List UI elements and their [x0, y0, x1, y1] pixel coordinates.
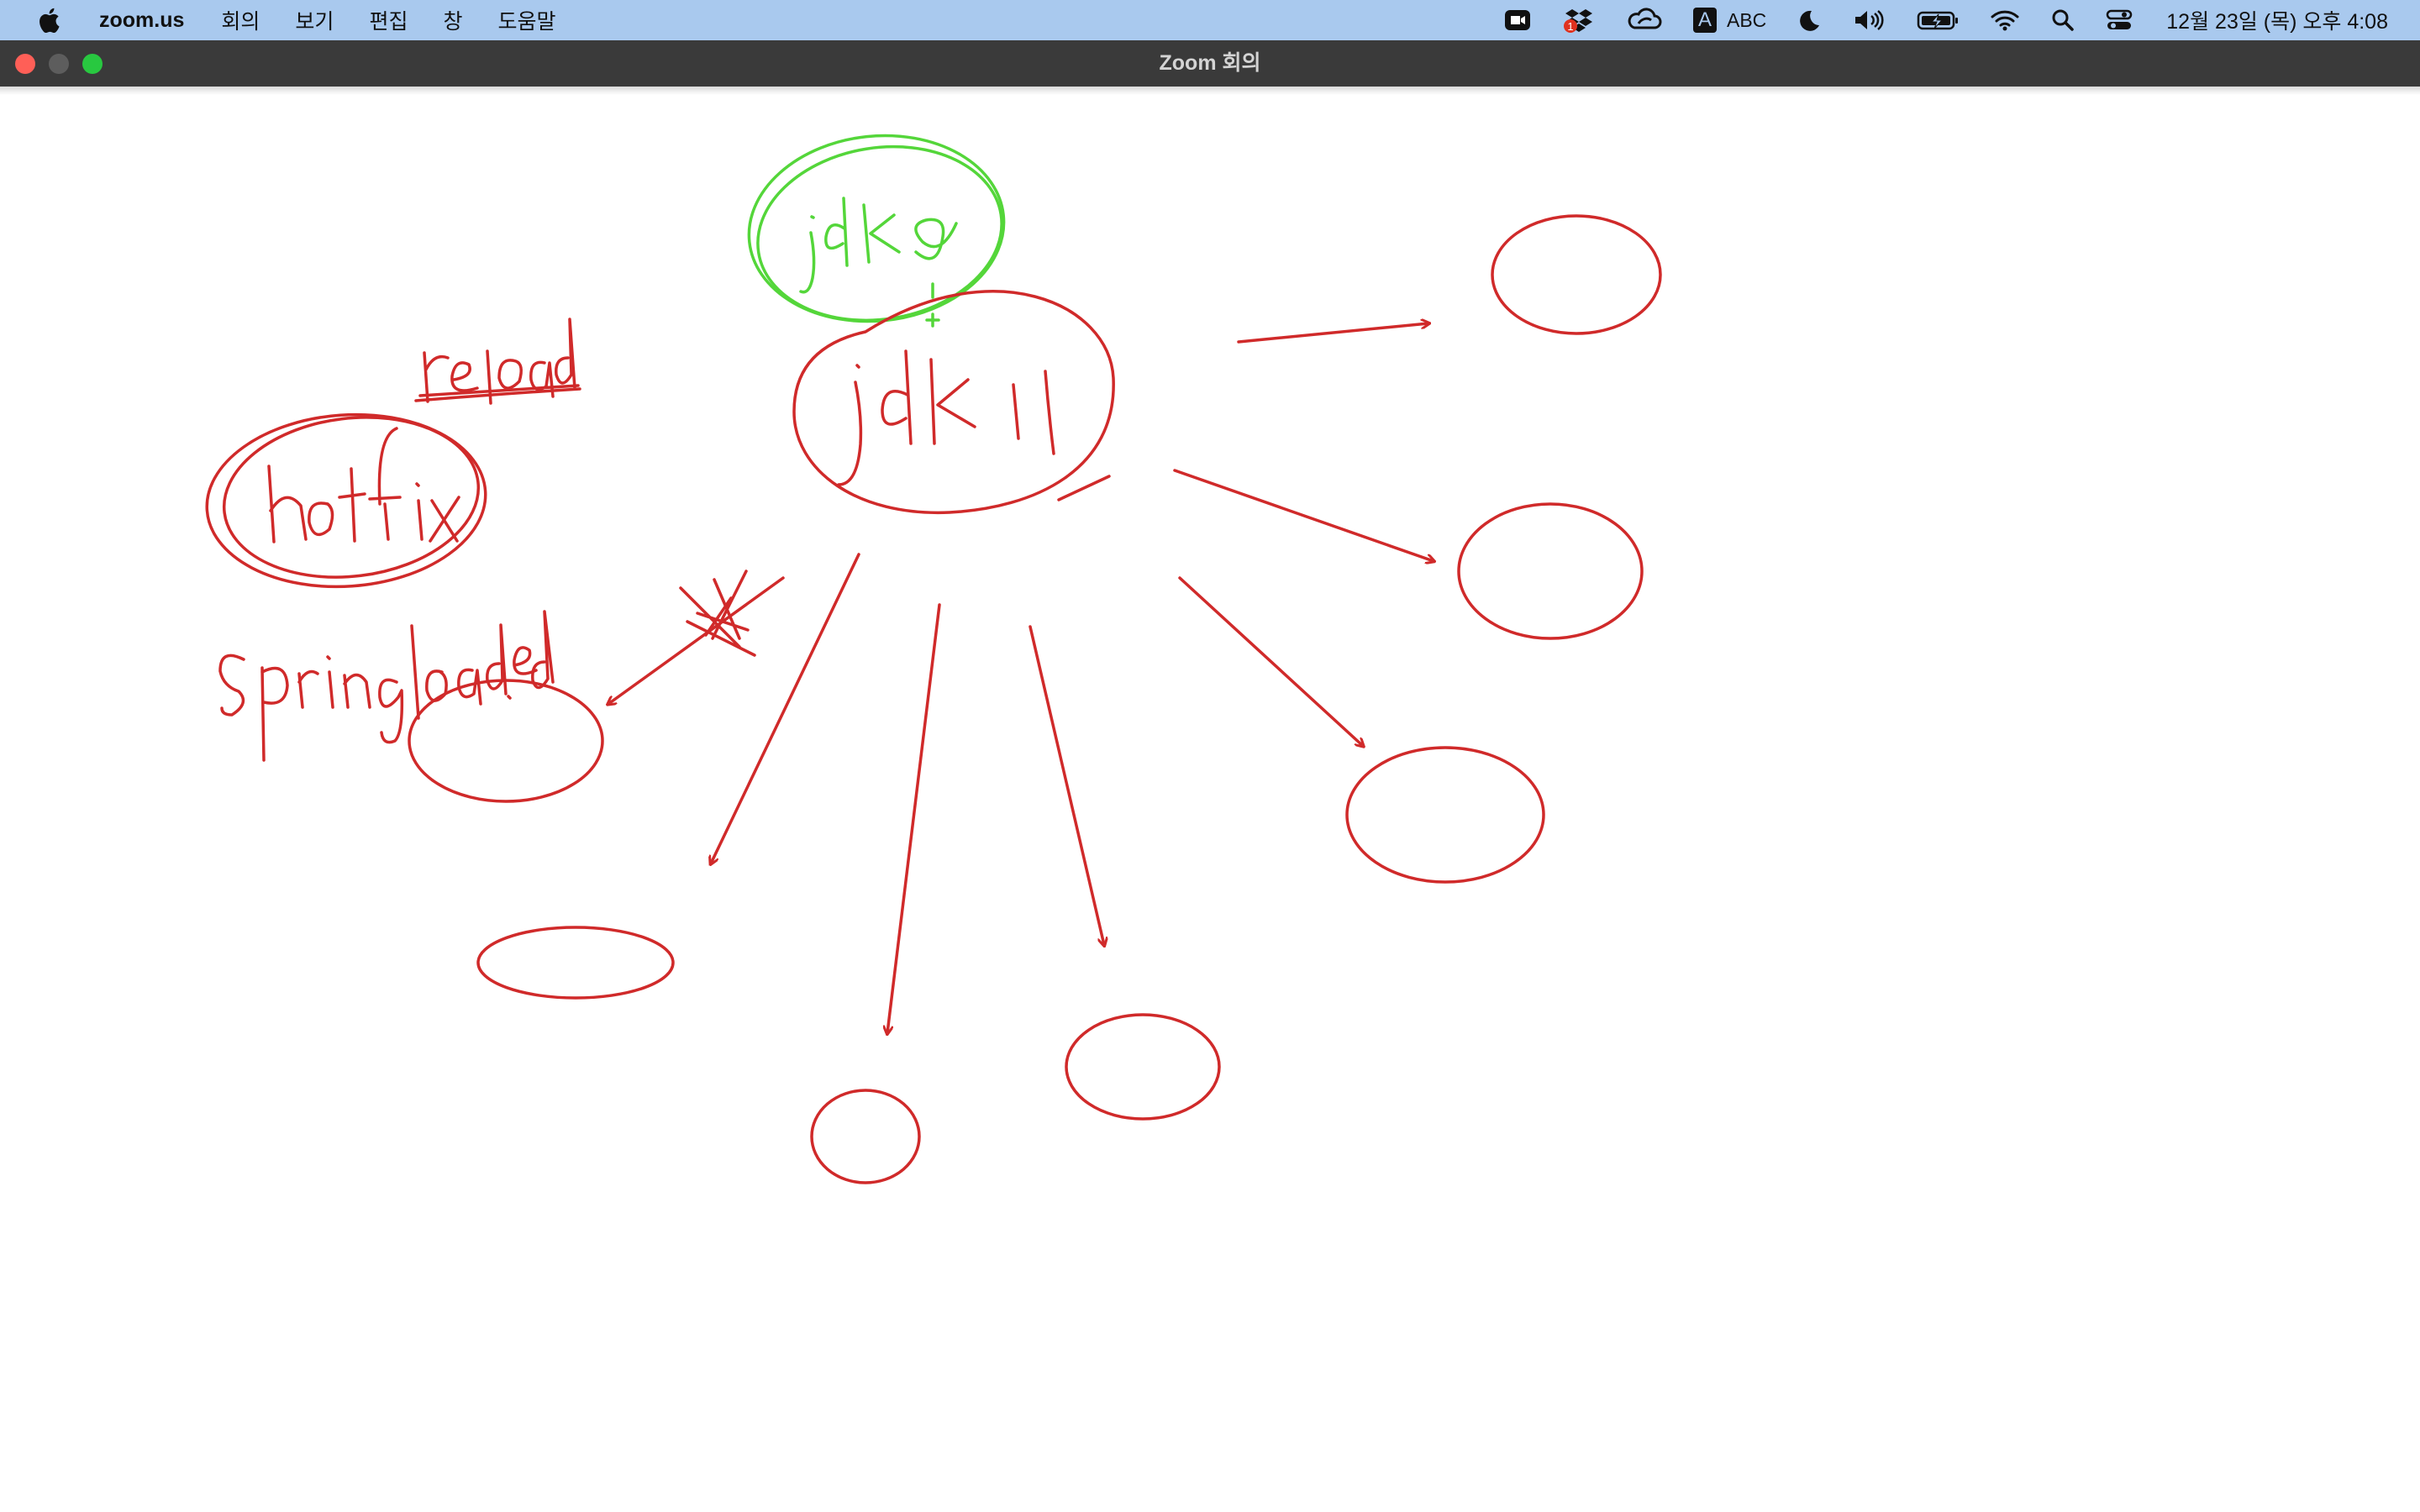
arrow-2 [1173, 469, 1434, 561]
dropbox-icon[interactable]: 1 [1562, 7, 1596, 34]
hotfix-handwriting [267, 465, 308, 543]
menu-edit[interactable]: 편집 [369, 10, 408, 34]
dropbox-badge: 1 [1567, 20, 1573, 33]
do-not-disturb-icon[interactable] [1797, 8, 1822, 33]
close-button[interactable] [15, 54, 35, 74]
whiteboard-canvas[interactable] [0, 87, 2420, 1512]
maximize-button[interactable] [82, 54, 103, 74]
arrow-4 [1028, 625, 1104, 945]
volume-icon[interactable] [1852, 8, 1886, 33]
app-menu-zoom[interactable]: zoom.us [99, 8, 185, 32]
spotlight-icon[interactable] [2050, 8, 2075, 33]
empty-node-7 [408, 679, 604, 803]
empty-node-4 [1065, 1013, 1221, 1121]
arrow-3 [1178, 576, 1363, 746]
whiteboard-drawing [205, 134, 1662, 1184]
diagram-strokes [205, 214, 1662, 1184]
menu-meeting[interactable]: 회의 [221, 10, 260, 34]
empty-node-1 [1491, 214, 1662, 335]
empty-node-2 [1457, 502, 1644, 640]
cross-out-scribble [679, 570, 756, 657]
battery-icon[interactable] [1916, 8, 1960, 33]
menubar-clock[interactable]: 12월 23일 (목) 오후 4:08 [2166, 10, 2388, 34]
empty-node-5 [810, 1089, 921, 1184]
menu-bar: zoom.us 회의 보기 편집 창 도움말 1 A ABC [0, 0, 2420, 40]
creative-cloud-icon[interactable] [1626, 8, 1663, 33]
input-source-icon[interactable]: A ABC [1692, 8, 1767, 33]
window-title-bar[interactable]: Zoom 회의 [0, 40, 2420, 95]
control-center-icon[interactable] [2106, 8, 2133, 33]
menu-help[interactable]: 도움말 [497, 10, 556, 34]
apple-icon[interactable] [30, 8, 67, 33]
empty-node-6 [476, 926, 675, 1000]
title-bar-shadow [0, 87, 2420, 95]
wifi-icon[interactable] [1990, 8, 2020, 33]
jdk11-bubble [792, 290, 1115, 515]
jdk8-bubble [747, 134, 1006, 328]
hotfix-circle [205, 412, 487, 589]
jdk11-bubble-tail [1057, 475, 1111, 501]
arrow-1 [1237, 323, 1428, 344]
window-title: Zoom 회의 [1159, 51, 1261, 75]
reload-handwriting [423, 351, 450, 403]
zoom-status-icon[interactable] [1503, 8, 1532, 33]
empty-node-3 [1345, 746, 1545, 884]
minimize-button[interactable] [49, 54, 69, 74]
springloaded-handwriting [218, 654, 245, 717]
crossed-out-arrow [608, 576, 785, 704]
arrow-6 [711, 553, 860, 864]
input-source-label: ABC [1726, 8, 1767, 31]
arrow-5 [887, 603, 941, 1033]
jdk11-handwriting [837, 381, 863, 486]
dot-mark [507, 695, 512, 700]
menu-window[interactable]: 창 [443, 10, 463, 34]
menu-view[interactable]: 보기 [295, 10, 334, 34]
